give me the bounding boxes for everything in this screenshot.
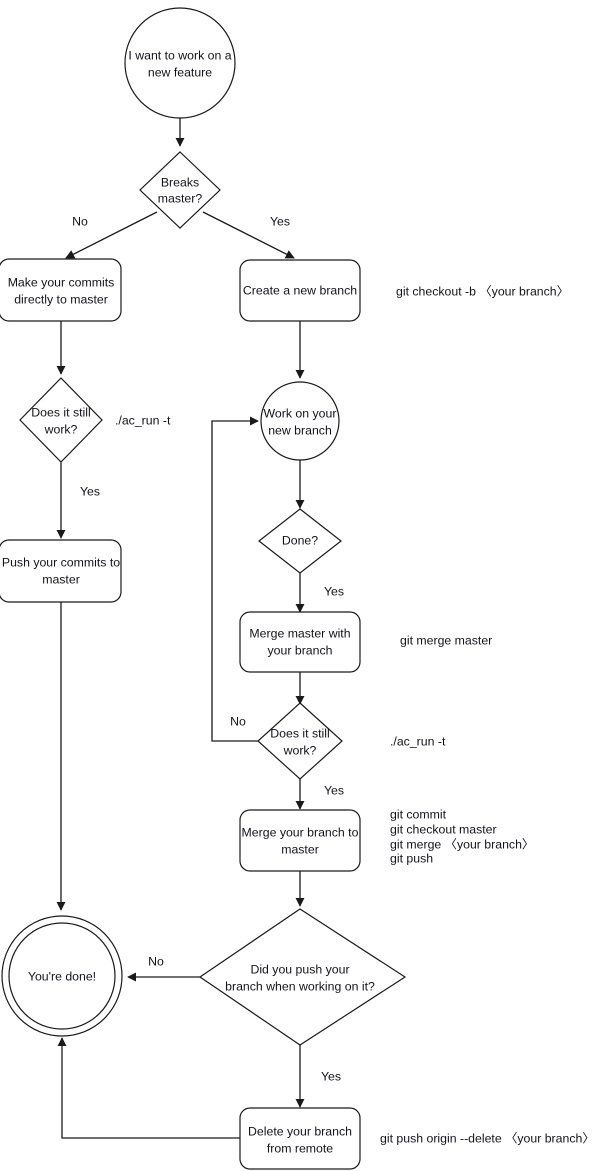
node-done-line1: Done?	[282, 533, 318, 547]
edge-delete-to-youredone	[57, 1037, 240, 1139]
note-git-checkout-master: git checkout master	[390, 822, 497, 836]
edge-label-yes-stillwork-left: Yes	[80, 484, 100, 498]
node-push-commits-line1: Push your commits to	[2, 555, 120, 569]
node-start[interactable]: I want to work on a new feature	[124, 7, 236, 119]
node-breaks-master-line2: master?	[158, 191, 203, 205]
node-stillwork-mid-line2: work?	[283, 743, 317, 757]
node-did-you-push-branch[interactable]: Did you push your branch when working on…	[198, 908, 407, 1046]
node-did-push-line1: Did you push your	[250, 962, 349, 976]
edge-label-yes-did-push: Yes	[321, 1069, 341, 1083]
note-git-push-origin-delete: git push origin --delete 〈your branch〉	[380, 1131, 595, 1145]
node-done-question[interactable]: Done?	[258, 508, 342, 574]
node-did-push-line2: branch when working on it?	[225, 979, 375, 993]
node-create-new-branch[interactable]: Create a new branch	[239, 259, 361, 322]
note-ac-run-mid: ./ac_run -t	[390, 734, 446, 748]
node-stillwork-left-line1: Does it still	[31, 405, 90, 419]
edge-breaks-no-to-commits	[65, 211, 158, 259]
node-make-commits-directly[interactable]: Make your commits directly to master	[0, 258, 122, 322]
node-merge-master-line1: Merge master with	[249, 626, 350, 640]
note-git-commit: git commit	[390, 807, 447, 821]
edge-label-no-breaks: No	[72, 214, 88, 228]
edge-label-yes-stillwork-mid: Yes	[324, 783, 344, 797]
node-merge-master-with-branch[interactable]: Merge master with your branch	[239, 611, 361, 673]
note-ac-run-left: ./ac_run -t	[115, 413, 171, 427]
node-start-line2: new feature	[148, 65, 212, 79]
node-work-on-new-branch[interactable]: Work on your new branch	[260, 381, 340, 461]
edge-label-yes-breaks: Yes	[270, 214, 290, 228]
node-push-commits-line2: master	[42, 572, 80, 586]
edge-label-no-did-push: No	[148, 954, 164, 968]
node-breaks-master[interactable]: Breaks master?	[139, 151, 221, 229]
note-git-checkout-b: git checkout -b 〈your branch〉	[396, 284, 569, 298]
node-stillwork-mid-line1: Does it still	[270, 726, 329, 740]
node-does-it-still-work-mid[interactable]: Does it still work?	[257, 702, 343, 780]
edge-label-yes-done: Yes	[324, 584, 344, 598]
node-start-line1: I want to work on a	[128, 48, 231, 62]
node-merge-branch-line1: Merge your branch to	[242, 825, 359, 839]
node-delete-branch-line1: Delete your branch	[248, 1124, 352, 1138]
edge-label-no-stillwork-mid: No	[230, 714, 246, 728]
node-merge-branch-line2: master	[281, 842, 319, 856]
node-youre-done-label: You're done!	[28, 969, 96, 983]
node-youre-done[interactable]: You're done!	[1, 915, 123, 1037]
node-make-commits-line2: directly to master	[14, 292, 108, 306]
node-merge-branch-to-master[interactable]: Merge your branch to master	[239, 809, 361, 872]
node-make-commits-line1: Make your commits	[8, 275, 115, 289]
node-merge-master-line2: your branch	[268, 643, 333, 657]
node-does-it-still-work-left[interactable]: Does it still work?	[19, 377, 103, 463]
note-git-push: git push	[390, 851, 433, 865]
node-stillwork-left-line2: work?	[44, 422, 78, 436]
node-work-branch-line1: Work on your	[264, 406, 337, 420]
node-create-branch-line1: Create a new branch	[243, 283, 357, 297]
note-git-merge-master: git merge master	[400, 633, 492, 647]
node-delete-branch-line2: from remote	[267, 1141, 333, 1155]
node-delete-branch-from-remote[interactable]: Delete your branch from remote	[239, 1107, 361, 1170]
node-breaks-master-line1: Breaks	[161, 175, 199, 189]
node-push-commits-to-master[interactable]: Push your commits to master	[0, 539, 122, 603]
node-work-branch-line2: new branch	[268, 423, 332, 437]
note-git-merge-your-branch: git merge 〈your branch〉	[390, 837, 534, 851]
edge-stillwork-mid-no-loop	[211, 416, 259, 742]
edge-breaks-yes-to-create-branch	[202, 211, 295, 259]
